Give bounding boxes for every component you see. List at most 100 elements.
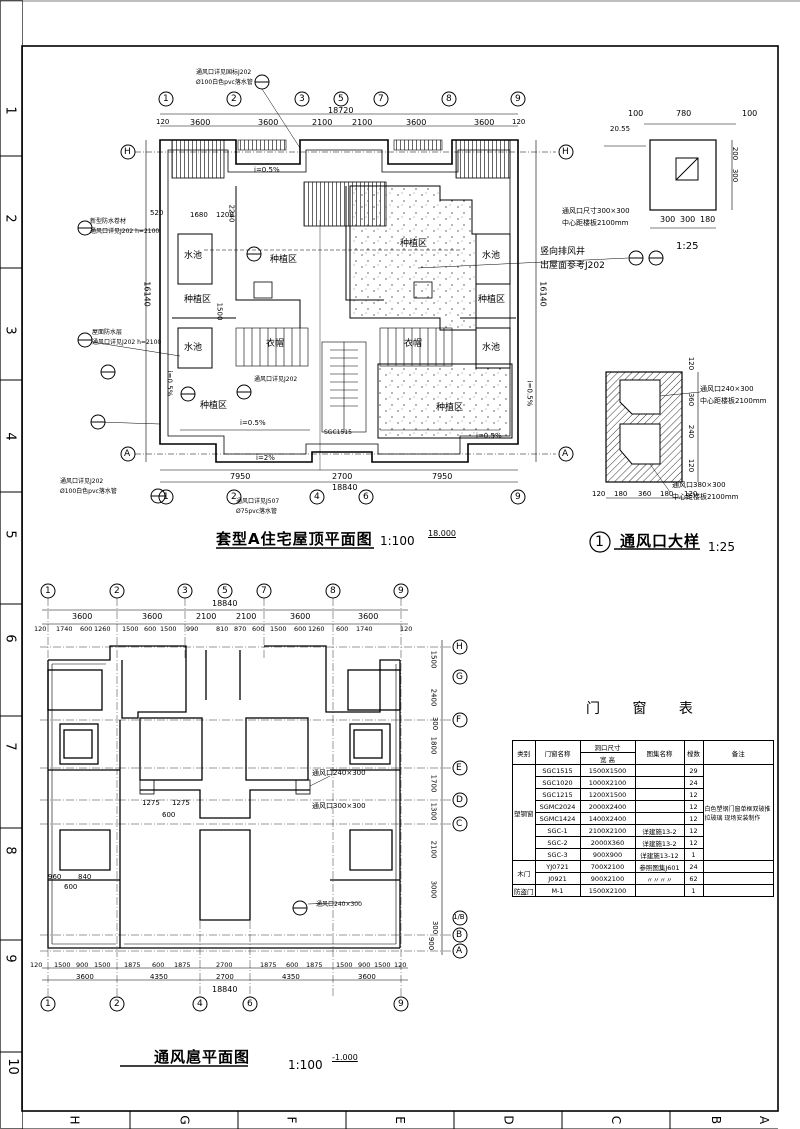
cell-name: M-1: [534, 884, 581, 897]
cell-name: SGMC1424: [534, 812, 581, 825]
floor-dim2-1: 1740: [56, 625, 73, 633]
note-vent-mid: 通风口详见J202 h=2100: [92, 339, 162, 346]
floor-note-600a: 600: [162, 811, 176, 819]
slope-3: i=0.5%: [525, 380, 534, 407]
misc-dim-520: 520: [150, 209, 164, 217]
col-mark-A: A: [757, 1115, 772, 1125]
cell-name: YJ0721: [534, 860, 581, 873]
col-mark-B: B: [709, 1115, 724, 1125]
row-mark-9: 9: [2, 954, 18, 963]
floor-dimb2-2: 2700: [216, 973, 234, 981]
th-height: 高: [608, 755, 616, 764]
vent-dim-300c: 300: [731, 168, 740, 183]
detail-marker: [589, 531, 700, 553]
floor-plan-scale: 1:100: [288, 1058, 323, 1072]
col-mark-D: D: [501, 1115, 516, 1125]
roof-dim-b2: 2700: [332, 472, 353, 481]
cell-cat-door: 木门: [512, 860, 536, 885]
col-mark-C: C: [609, 1115, 624, 1125]
cell-size: 1500X2100: [579, 884, 636, 897]
floor-axis-8: 8: [330, 586, 336, 596]
cell-remark-empty: [702, 872, 774, 885]
th-name: 门窗名称: [534, 740, 581, 765]
floor-dim2-8: 810: [216, 625, 229, 633]
row-mark-5: 5: [2, 530, 18, 539]
cell-name: SGC-1: [534, 824, 581, 837]
floor-dimb2-0: 3600: [76, 973, 94, 981]
misc-dim-1200: 1200: [216, 211, 234, 219]
note-waterproof: 屋面防水层: [92, 329, 123, 336]
floor-axis-G: G: [456, 672, 463, 682]
room-closet-1: 衣帽: [266, 339, 285, 349]
roof-height-dim-left: 16140: [142, 281, 152, 307]
section-note-2: 通风口380×300: [672, 481, 726, 489]
cell-cat-special: 防盗门: [512, 884, 536, 897]
floor-dim2-14: 600: [336, 625, 349, 633]
roof-axis-8: 8: [446, 94, 452, 104]
cell-cat-window: 塑钢窗: [512, 764, 536, 861]
floor-axis-7: 7: [261, 586, 267, 596]
floor-axis-D: D: [456, 795, 463, 805]
roof-dim-2: 3600: [190, 118, 211, 127]
room-pool-2: 水池: [482, 251, 501, 261]
section-dim-240: 240: [687, 424, 696, 439]
floor-dimb-3: 1500: [94, 961, 111, 969]
section-dim-120: 120: [687, 356, 696, 371]
slope-4: i=0.5%: [240, 419, 266, 427]
roof-axis-7: 7: [378, 94, 384, 104]
cell-count: 24: [683, 860, 704, 873]
cell-atlas: 详建施13-12: [634, 848, 685, 861]
cell-name: SGC1020: [534, 776, 581, 789]
door-window-table: 类别 门窗名称 洞口尺寸 图集名称 樘数 备注 宽 高 塑钢窗 SGC1515 …: [512, 740, 774, 897]
roof-axis-A: A: [124, 449, 131, 459]
floor-axis-A: A: [456, 946, 463, 956]
vent-dim-180: 180: [700, 215, 716, 224]
floor-dimr-9: 900: [427, 936, 436, 951]
section-dim-120b: 120: [687, 458, 696, 473]
cell-atlas: 〃〃〃〃: [634, 872, 685, 885]
floor-dimb-14: 120: [394, 961, 407, 969]
roof-axis-1: 1: [163, 94, 169, 104]
floor-dimb-1: 1500: [54, 961, 71, 969]
floor-dimb-7: 2700: [216, 961, 233, 969]
section-dim-360: 360: [687, 392, 696, 407]
roof-axis-b2: 2: [231, 492, 237, 502]
floor-axis-H: H: [456, 642, 463, 652]
floor-dim-t1: 3600: [72, 612, 93, 621]
section-dim-b4: 180: [660, 490, 674, 498]
cell-name: SGC1215: [534, 788, 581, 801]
roof-dim-4: 2100: [312, 118, 333, 127]
floor-dim2-4: 1500: [122, 625, 139, 633]
floor-note-600b: 600: [64, 883, 78, 891]
cell-atlas: [634, 764, 685, 777]
vent-plan-scale: 1:25: [676, 241, 699, 252]
roof-dim-b3: 7950: [432, 472, 453, 481]
floor-axis-1: 1: [45, 586, 51, 596]
detail-scale: 1:25: [708, 540, 735, 554]
vent-section-detail: [605, 371, 701, 499]
floor-dimr-7: 3000: [429, 880, 438, 899]
cell-size: 1200X1500: [579, 788, 636, 801]
detail-title: 通风口大样: [620, 532, 701, 550]
floor-dimr-8: 300: [431, 920, 440, 935]
note-membrane: 新型防水卷材: [90, 218, 127, 225]
cell-size: 900X900: [579, 848, 636, 861]
floor-dim2-5: 600: [144, 625, 157, 633]
roof-plan-elevation: 18.000: [428, 529, 456, 538]
misc-dim-2240: 2240: [227, 204, 236, 223]
room-planting-5: 种植区: [200, 401, 228, 411]
roof-height-dim-right: 16140: [538, 281, 548, 307]
cell-count: 12: [683, 788, 704, 801]
note-drain-top: Ø100白色pvc落水管: [196, 79, 253, 86]
room-planting-4: 种植区: [478, 295, 506, 305]
floor-note-vent-a: 通风口240×300: [312, 769, 366, 777]
room-planting-2: 种植区: [270, 255, 298, 265]
section-note-1: 通风口240×300: [700, 385, 754, 393]
row-mark-6: 6: [2, 634, 18, 643]
floor-plan-elevation: -1.000: [332, 1053, 358, 1062]
